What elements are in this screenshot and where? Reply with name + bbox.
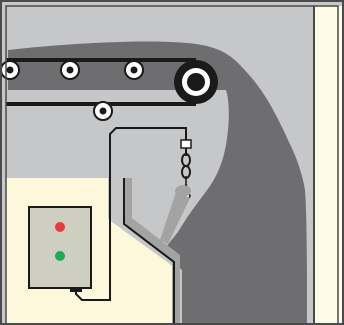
chute-outline — [123, 178, 175, 325]
idler-roller-1 — [0, 60, 20, 80]
idler-roller-3 — [124, 60, 144, 80]
control-box — [28, 206, 92, 292]
right-panel — [314, 6, 344, 325]
indicator-lamp-green — [55, 251, 65, 261]
material-pile — [8, 41, 307, 325]
head-pulley — [174, 60, 218, 104]
tilted-probe-arm — [160, 192, 190, 244]
tilted-probe-head — [175, 185, 191, 197]
indicator-lamp-red — [55, 222, 65, 232]
signal-cable — [75, 127, 187, 301]
return-roller — [93, 101, 113, 121]
diagram-inner-frame — [5, 5, 339, 325]
idler-roller-2 — [60, 60, 80, 80]
